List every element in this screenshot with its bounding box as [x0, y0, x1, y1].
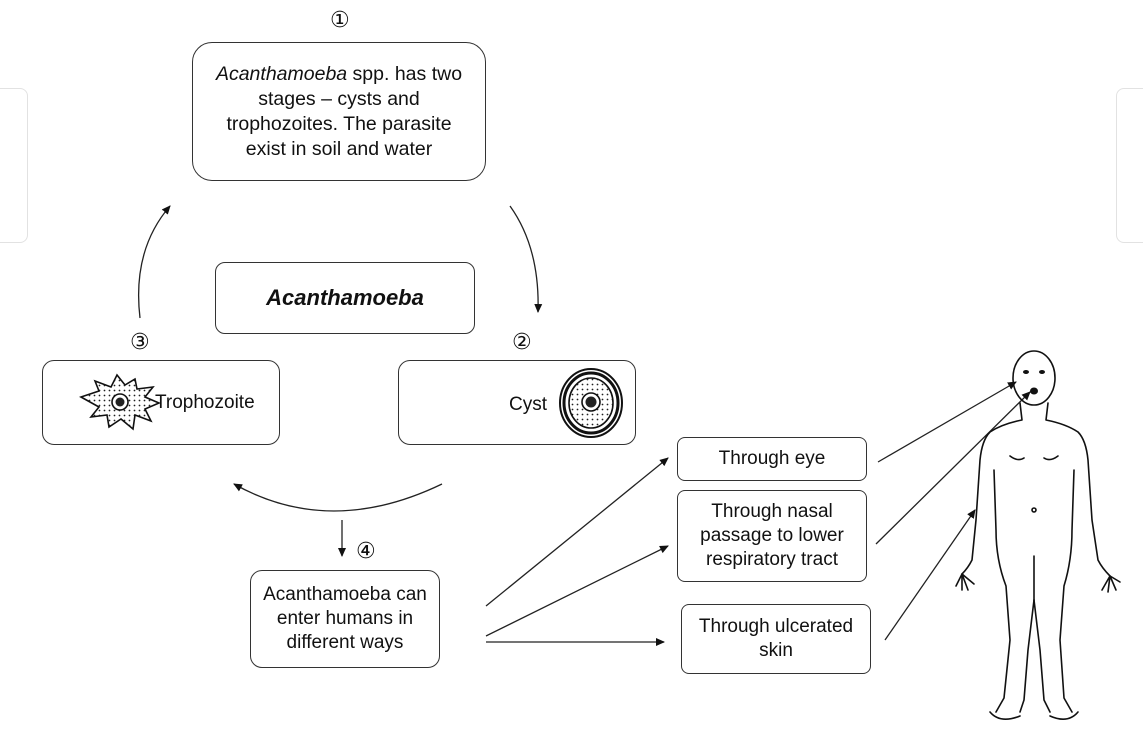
arrow-nasal-to-body — [875, 391, 1031, 545]
center-label-box: Acanthamoeba — [215, 262, 475, 334]
human-body-outline-icon — [955, 350, 1121, 720]
entry-box: Acanthamoeba can enter humans in differe… — [250, 570, 440, 668]
center-label: Acanthamoeba — [266, 285, 424, 310]
arrow-cyst-to-trophozoite — [233, 483, 443, 512]
face-features — [1023, 370, 1045, 395]
info-box: Acanthamoeba spp. has two stages – cysts… — [192, 42, 486, 181]
cyst-label: Cyst — [509, 394, 547, 415]
route-eye-box: Through eye — [677, 437, 867, 481]
arrow-info-to-cyst — [509, 205, 543, 313]
arrow-entry-to-eye — [485, 457, 669, 607]
left-edge-decoration — [0, 88, 28, 243]
route-eye-label: Through eye — [718, 448, 826, 469]
arrow-trophozoite-to-info — [137, 205, 171, 319]
cyst-box: Cyst — [398, 360, 636, 445]
info-box-rest: spp. has two stages – cysts and trophozo… — [226, 62, 463, 160]
trophozoite-label: Trophozoite — [155, 392, 255, 413]
route-nasal-label: Through nasal passage to lower respirato… — [700, 501, 844, 570]
step-number-1: ① — [330, 8, 350, 33]
step-number-3: ③ — [130, 330, 150, 355]
info-box-italic: Acanthamoeba — [215, 62, 348, 85]
trophozoite-box: Trophozoite — [42, 360, 280, 445]
info-box-text: Acanthamoeba spp. has two stages – cysts… — [204, 62, 474, 162]
step-number-2: ② — [512, 330, 532, 355]
trophozoite-cell-icon — [79, 373, 162, 431]
route-nasal-box: Through nasal passage to lower respirato… — [677, 490, 867, 582]
arrow-skin-to-body — [884, 509, 976, 641]
route-skin-label: Through ulcerated skin — [698, 616, 854, 661]
arrow-eye-to-body — [877, 381, 1017, 463]
right-edge-decoration — [1116, 88, 1143, 243]
route-skin-box: Through ulcerated skin — [681, 604, 871, 674]
cyst-cell-icon — [559, 368, 623, 438]
entry-box-text: Acanthamoeba can enter humans in differe… — [263, 584, 427, 653]
step-number-4: ④ — [356, 539, 376, 564]
arrow-entry-to-nasal — [485, 545, 669, 637]
